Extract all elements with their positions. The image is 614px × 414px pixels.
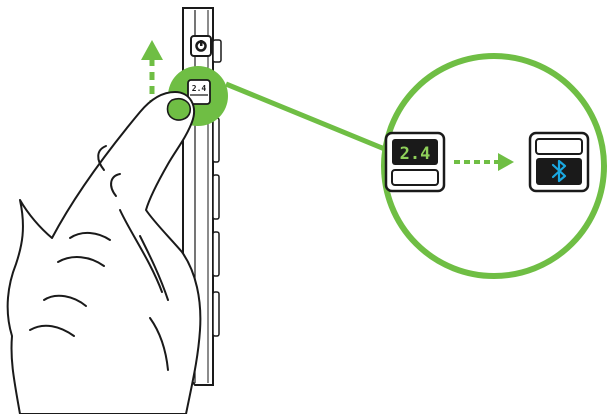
fingertip — [166, 97, 192, 121]
slide-up-arrow — [141, 40, 163, 108]
device-slider-switch: 2.4 — [187, 79, 211, 105]
side-key-notches — [212, 39, 222, 337]
zoom-detail-circle: 2.4 — [381, 53, 607, 279]
bluetooth-icon — [551, 159, 567, 183]
zoom-connector-lines — [225, 81, 393, 155]
hand-illustration — [6, 91, 202, 414]
device-switch-label: 2.4 — [192, 84, 207, 93]
switch-state-bluetooth — [528, 131, 590, 193]
wireless-label: 2.4 — [400, 144, 431, 164]
power-button-icon — [190, 35, 212, 57]
switch-direction-arrow — [454, 153, 514, 171]
switch-state-wireless: 2.4 — [384, 131, 446, 193]
